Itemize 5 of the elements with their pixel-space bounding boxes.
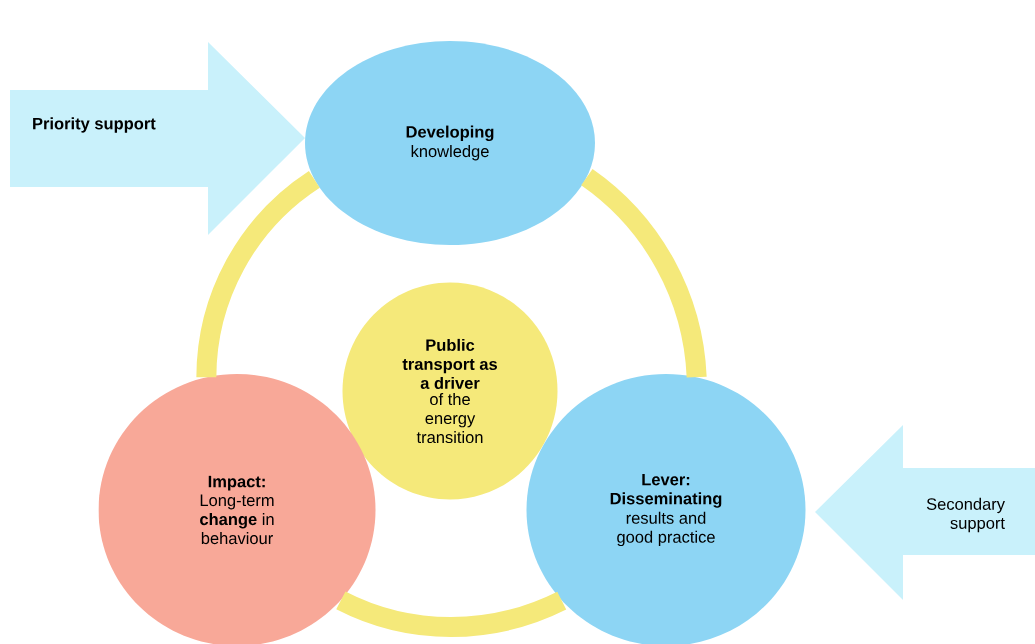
circle-node: Developing knowledge — [305, 41, 595, 245]
circle-node: Public transport as a driver of the energy transition — [342, 282, 558, 500]
ring-segment — [336, 591, 566, 637]
ring-segment — [580, 169, 707, 378]
ring-segment — [196, 171, 321, 378]
